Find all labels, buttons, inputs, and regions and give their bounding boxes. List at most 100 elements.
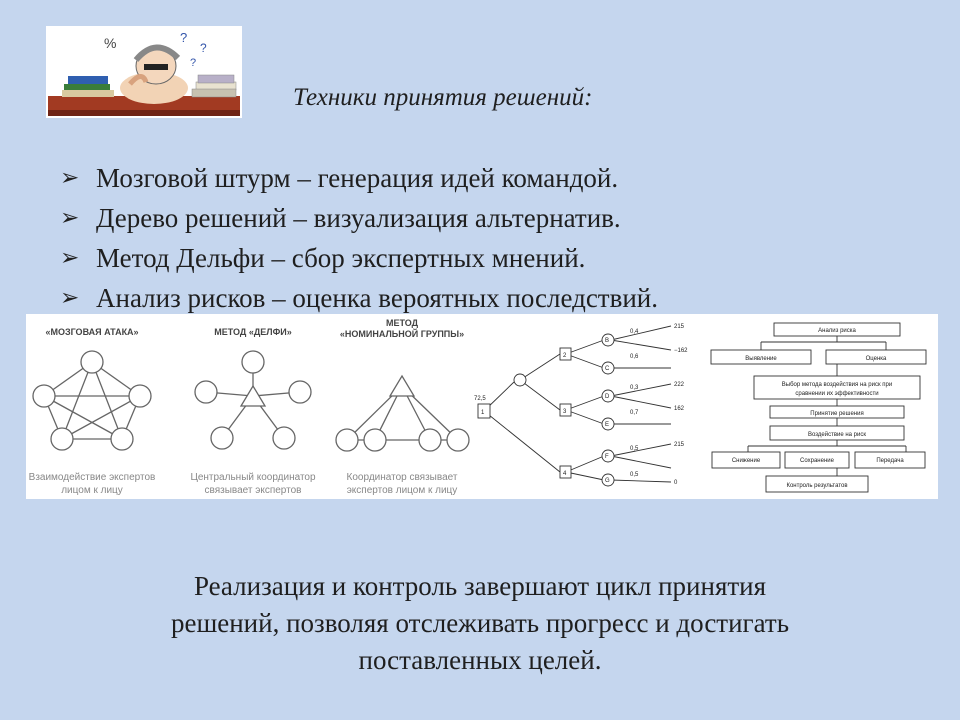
book-stack-right-3 [197, 74, 235, 84]
footer-text: Реализация и контроль завершают цикл при… [90, 568, 870, 679]
book-stack-right-2 [191, 88, 237, 98]
book-stack-left-2 [68, 76, 108, 84]
brainstorm-diagram [32, 350, 152, 451]
method-caption-nominal-1: Координатор связывает [347, 472, 458, 483]
risk-flowchart [710, 322, 927, 493]
person-glasses [144, 64, 168, 70]
bullet-marker-icon: ➢ [60, 245, 80, 270]
tree-outcome-node [601, 389, 615, 403]
tree-outcome-value: 0 [674, 480, 678, 486]
flow-row2-label: Выявление [745, 356, 777, 362]
tree-probability: 0,5 [630, 472, 639, 478]
tree-chance-node [513, 373, 527, 387]
expert-node [32, 384, 56, 408]
tree-root-node [477, 403, 491, 419]
footer-line: Реализация и контроль завершают цикл при… [193, 571, 767, 601]
tree-decision-node [559, 403, 572, 417]
tree-level1-label: 2 [563, 353, 567, 359]
bullet-marker-icon: ➢ [60, 165, 80, 190]
diagram-strip: «МОЗГОВАЯ АТАКА» МЕТОД «ДЕЛФИ» МЕТОД «НО… [26, 314, 938, 499]
coordinator-triangle [239, 384, 267, 407]
tree-probability: 0,4 [630, 329, 639, 335]
tree-outcome-node [601, 361, 615, 375]
bullet-text: Мозговой штурм – генерация идей командой… [96, 163, 619, 193]
expert-node [128, 384, 152, 408]
clipart-svg: % ? ? ? [48, 30, 240, 116]
method-title-nominal-2: «НОМИНАЛЬНОЙ ГРУППЫ» [340, 328, 464, 339]
flow-box [710, 349, 812, 365]
expert-node [418, 428, 442, 452]
tree-outcome-value: 162 [674, 406, 685, 412]
flow-row6-label: Сохранение [800, 458, 835, 464]
tree-probability: 0,6 [630, 354, 639, 360]
method-title-nominal-1: МЕТОД [386, 318, 419, 328]
bullet-item-delphi: ➢ Метод Дельфи – сбор экспертных мнений. [60, 238, 658, 278]
expert-node [80, 350, 104, 374]
footer-line: поставленных целей. [358, 645, 602, 675]
tree-level2-label: G [605, 478, 610, 484]
tree-level2-label: В [605, 338, 609, 344]
expert-node [335, 428, 359, 452]
method-caption-nominal-2: экспертов лицом к лицу [347, 485, 458, 496]
bullet-text: Метод Дельфи – сбор экспертных мнений. [96, 243, 586, 273]
tree-decision-node [559, 347, 572, 361]
tree-outcome-value: 215 [674, 324, 685, 330]
tree-outcome-node [601, 333, 615, 347]
decision-tree [477, 325, 672, 487]
tree-root-value: 72,5 [474, 396, 486, 402]
clipart-thinking-person: % ? ? ? [46, 26, 242, 118]
person-hair [133, 44, 181, 63]
bullet-marker-icon: ➢ [60, 285, 80, 310]
tree-level2-label: F [605, 454, 609, 460]
tree-outcome-node [601, 417, 615, 431]
slide-title: Техники принятия решений: [293, 84, 593, 111]
delphi-diagram [194, 350, 312, 450]
flow-control-label: Контроль результатов [786, 483, 847, 489]
tree-outcome-node [601, 449, 615, 463]
method-caption-brainstorm-2: лицом к лицу [61, 485, 123, 496]
flow-box [711, 451, 781, 469]
expert-node [288, 380, 312, 404]
tree-outcome-node [601, 473, 615, 487]
flow-box [765, 475, 869, 493]
nominal-group-diagram [335, 374, 470, 452]
diagram-svg: «МОЗГОВАЯ АТАКА» МЕТОД «ДЕЛФИ» МЕТОД «НО… [29, 318, 927, 496]
book-stack-left-3 [62, 90, 114, 97]
person-hands [128, 74, 149, 86]
tree-outcome-value: 215 [674, 442, 685, 448]
expert-node [50, 427, 74, 451]
tree-root-label: 1 [481, 410, 485, 416]
tree-outcome-value: −162 [674, 348, 688, 354]
clipart-glyph-2: ? [180, 30, 187, 45]
flow-row6-label: Снижение [732, 458, 761, 464]
method-caption-brainstorm-1: Взаимодействие экспертов [29, 472, 156, 483]
tree-level2-label: E [605, 422, 609, 428]
tree-level1-label: 3 [563, 409, 567, 415]
method-title-brainstorm: «МОЗГОВАЯ АТАКА» [45, 327, 138, 337]
bullet-item-risk-analysis: ➢ Анализ рисков – оценка вероятных послед… [60, 278, 658, 318]
flow-row2-label: Оценка [866, 356, 887, 362]
clipart-glyph-4: ? [190, 57, 196, 69]
tree-level1-label: 4 [563, 471, 567, 477]
desk-shadow [48, 110, 240, 116]
tree-probability: 0,5 [630, 446, 639, 452]
method-caption-delphi-1: Центральный координатор [190, 472, 316, 483]
flow-box [769, 405, 905, 419]
flow-box-top [773, 322, 901, 337]
tree-probability: 0,3 [630, 385, 639, 391]
tree-level2-label: D [605, 394, 610, 400]
bullet-marker-icon: ➢ [60, 205, 80, 230]
expert-node [446, 428, 470, 452]
bullet-item-brainstorm: ➢ Мозговой штурм – генерация идей командо… [60, 158, 658, 198]
tree-probability: 0,7 [630, 410, 639, 416]
book-stack-left-1 [64, 84, 110, 92]
bullet-text: Дерево решений – визуализация альтернати… [96, 203, 621, 233]
coordinator-triangle [388, 374, 416, 397]
desk [48, 96, 240, 112]
expert-node [194, 380, 218, 404]
flow-row6-label: Передача [876, 458, 904, 464]
bullet-text: Анализ рисков – оценка вероятных последс… [96, 283, 659, 313]
flow-select-label: Выбор метода воздействия на риск при [782, 381, 892, 388]
expert-node [210, 426, 234, 450]
footer-line: решений, позволяя отслеживать прогресс и… [170, 608, 790, 638]
